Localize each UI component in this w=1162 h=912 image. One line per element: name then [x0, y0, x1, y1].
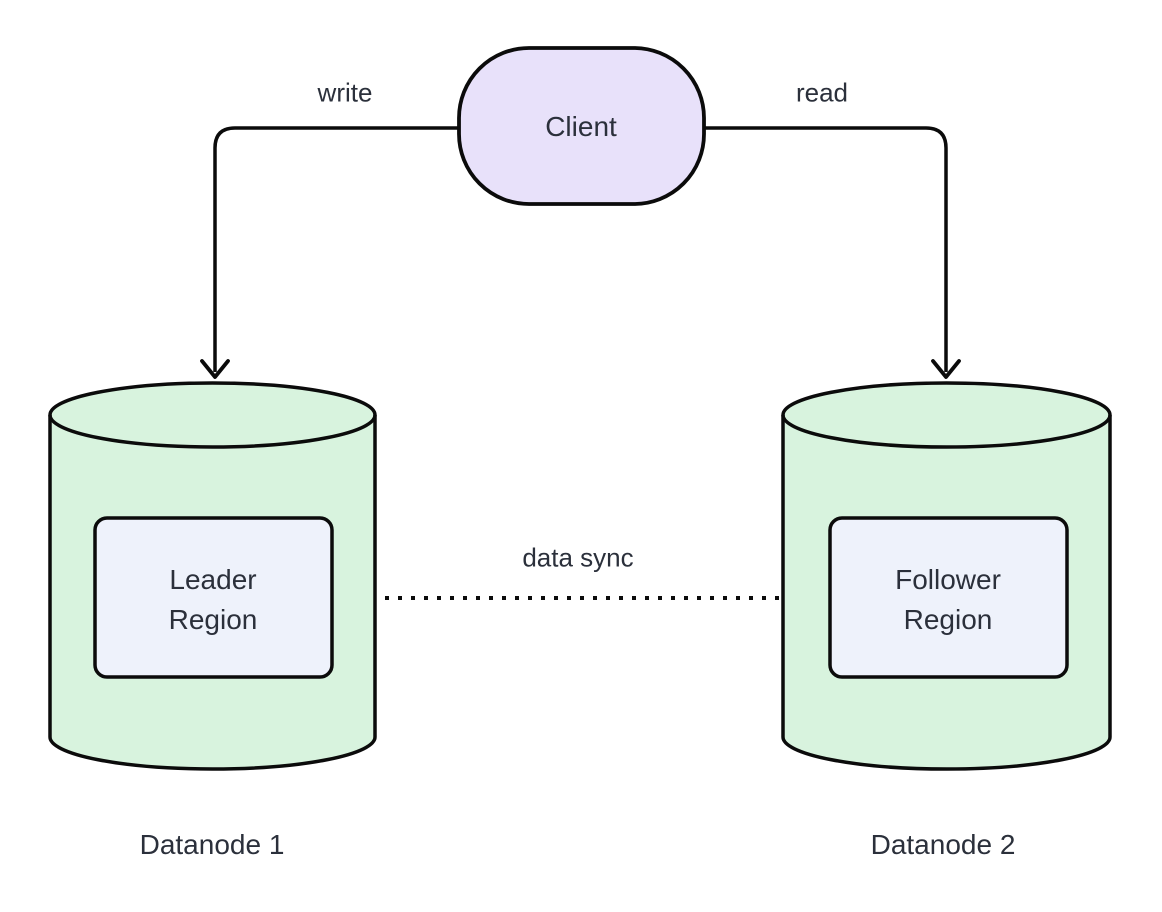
leader-region-label-line1: Leader — [169, 564, 257, 595]
follower-region-label-line2: Region — [903, 604, 993, 635]
write-edge-label: write — [317, 77, 373, 108]
write-arrowhead-icon — [200, 359, 230, 379]
write-edge-line — [213, 126, 459, 372]
datanode1-caption: Datanode 1 — [139, 829, 285, 860]
client-node-shape — [457, 46, 706, 206]
read-edge-line — [704, 126, 948, 372]
client-node-label: Client — [545, 111, 617, 142]
datanode2-cylinder-top-rim — [781, 414, 1112, 449]
read-edge-label: read — [795, 77, 849, 108]
leader-region-label: Leader Region — [103, 560, 323, 640]
leader-region-shape — [93, 516, 334, 679]
leader-region-label-line2: Region — [168, 604, 258, 635]
read-arrowhead-icon — [931, 359, 961, 379]
datanode2-caption: Datanode 2 — [870, 829, 1016, 860]
follower-region-label-line1: Follower — [895, 564, 1001, 595]
data-sync-edge-label: data sync — [522, 542, 634, 573]
follower-region-label: Follower Region — [838, 560, 1058, 640]
datanode1-cylinder-top-rim — [48, 414, 377, 449]
follower-region-shape — [828, 516, 1069, 679]
